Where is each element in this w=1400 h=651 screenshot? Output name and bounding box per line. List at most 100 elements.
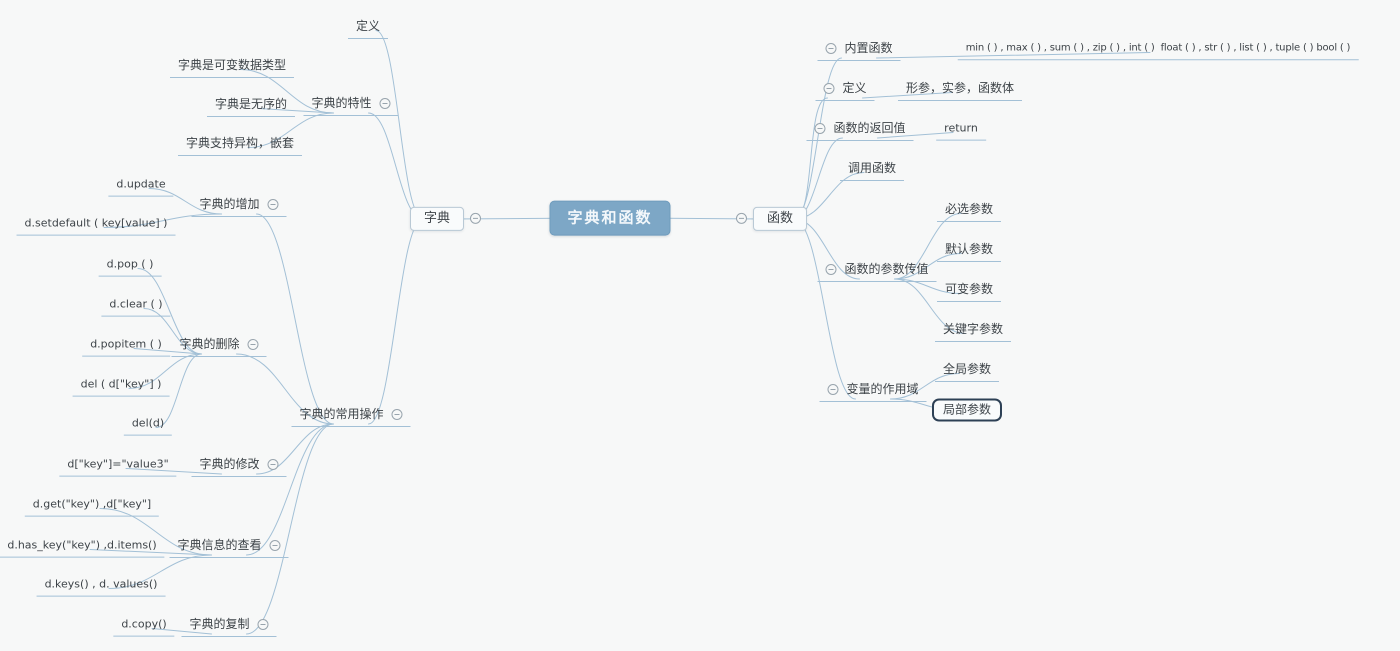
node-d-popitem[interactable]: d.popitem ( )	[82, 336, 170, 357]
collapse-minus-icon[interactable]	[825, 43, 837, 54]
node-call-function[interactable]: 调用函数	[839, 159, 905, 181]
node-func-definition[interactable]: 定义	[815, 79, 875, 101]
d-copy-label: d.copy()	[121, 617, 167, 631]
connector-func-definition-to-func-def-detail	[862, 92, 953, 99]
connector-func-params-to-keyword-param	[894, 278, 966, 334]
collapse-minus-icon[interactable]	[379, 98, 391, 109]
node-variable-param[interactable]: 可变参数	[936, 280, 1002, 302]
collapse-minus-icon[interactable]	[470, 213, 482, 224]
node-builtin-list[interactable]: min ( ) , max ( ) , sum ( ) , zip ( ) , …	[957, 40, 1359, 60]
feature-unordered-label: 字典是无序的	[214, 97, 288, 111]
keyword-param-label: 关键字参数	[942, 322, 1004, 336]
node-root[interactable]: 字典和函数	[549, 200, 671, 236]
dict-copy-label: 字典的复制	[189, 617, 250, 631]
collapse-minus-icon[interactable]	[735, 213, 747, 224]
connector-dict-delete-to-del-d-key	[128, 353, 202, 389]
connector-func-params-to-default-param	[894, 253, 962, 280]
node-func-return[interactable]: 函数的返回值	[806, 119, 914, 141]
node-required-param[interactable]: 必选参数	[936, 200, 1002, 222]
connector-func-params-to-required-param	[894, 213, 962, 280]
call-function-label: 调用函数	[847, 161, 897, 175]
func-label: 函数	[766, 210, 794, 226]
d-setdefault-label: d.setdefault ( key[value] )	[24, 216, 168, 230]
connector-builtin-functions-to-builtin-list	[876, 52, 1151, 59]
node-dict-delete[interactable]: 字典的删除	[171, 335, 267, 357]
dict-common-ops-label: 字典的常用操作	[299, 407, 384, 421]
node-d-get[interactable]: d.get("key") ,d["key"]	[24, 496, 160, 517]
d-get-label: d.get("key") ,d["key"]	[32, 497, 152, 511]
root-label: 字典和函数	[567, 208, 653, 227]
d-has-key-label: d.has_key("key") ,d.items()	[7, 538, 157, 552]
node-d-update[interactable]: d.update	[108, 176, 174, 197]
node-dict-common-ops[interactable]: 字典的常用操作	[291, 405, 411, 427]
node-d-clear[interactable]: d.clear ( )	[101, 296, 171, 317]
collapse-minus-icon[interactable]	[814, 123, 826, 134]
dict-definition-label: 定义	[355, 19, 381, 33]
connector-dict-to-dict-common-ops	[368, 218, 424, 425]
connector-dict-delete-to-d-clear	[143, 308, 202, 355]
node-keyword-param[interactable]: 关键字参数	[934, 320, 1012, 342]
connector-dict-features-to-feature-heterogeneous	[247, 112, 334, 148]
connector-dict-common-ops-to-dict-add	[256, 213, 334, 425]
node-d-copy[interactable]: d.copy()	[113, 616, 175, 637]
node-del-d-key[interactable]: del ( d["key"] )	[72, 376, 170, 397]
collapse-minus-icon[interactable]	[257, 619, 269, 630]
d-popitem-label: d.popitem ( )	[90, 337, 162, 351]
variable-param-label: 可变参数	[944, 282, 994, 296]
node-builtin-functions[interactable]: 内置函数	[817, 39, 901, 61]
connector-dict-delete-to-d-popitem	[133, 348, 202, 355]
connector-dict-features-to-feature-mutable	[239, 69, 334, 114]
node-d-pop[interactable]: d.pop ( )	[98, 256, 162, 277]
feature-mutable-label: 字典是可变数据类型	[177, 58, 287, 72]
connector-dict-modify-to-d-key-assign	[125, 468, 222, 475]
feature-heterogeneous-label: 字典支持异构，嵌套	[185, 136, 295, 150]
node-dict-info-view[interactable]: 字典信息的查看	[169, 536, 289, 558]
node-feature-heterogeneous[interactable]: 字典支持异构，嵌套	[177, 134, 303, 156]
default-param-label: 默认参数	[944, 242, 994, 256]
node-dict-features[interactable]: 字典的特性	[303, 94, 399, 116]
connector-dict-delete-to-d-pop	[137, 268, 202, 355]
connector-func-params-to-variable-param	[894, 278, 962, 294]
dict-features-label: 字典的特性	[311, 96, 372, 110]
collapse-minus-icon[interactable]	[825, 264, 837, 275]
collapse-minus-icon[interactable]	[269, 540, 281, 551]
collapse-minus-icon[interactable]	[267, 199, 279, 210]
func-params-label: 函数的参数传值	[844, 262, 929, 276]
collapse-minus-icon[interactable]	[827, 384, 839, 395]
node-feature-mutable[interactable]: 字典是可变数据类型	[169, 56, 295, 78]
collapse-minus-icon[interactable]	[267, 459, 279, 470]
node-d-key-assign[interactable]: d["key"]="value3"	[59, 456, 177, 477]
node-del-d[interactable]: del(d)	[123, 415, 173, 436]
node-func-params[interactable]: 函数的参数传值	[817, 260, 937, 282]
node-dict-copy[interactable]: 字典的复制	[181, 615, 277, 637]
node-local-param[interactable]: 局部参数	[931, 398, 1003, 422]
node-dict[interactable]: 字典	[409, 206, 482, 232]
builtin-list-label: min ( ) , max ( ) , sum ( ) , zip ( ) , …	[965, 42, 1351, 54]
node-func-def-detail[interactable]: 形参，实参，函数体	[897, 79, 1023, 101]
node-d-setdefault[interactable]: d.setdefault ( key[value] )	[16, 215, 176, 236]
connector-dict-info-view-to-d-get	[99, 508, 212, 556]
connector-dict-common-ops-to-dict-info-view	[246, 423, 334, 556]
node-var-scope[interactable]: 变量的作用域	[819, 380, 927, 402]
node-dict-definition[interactable]: 定义	[347, 17, 389, 39]
node-global-param[interactable]: 全局参数	[934, 360, 1000, 382]
node-dict-modify[interactable]: 字典的修改	[191, 455, 287, 477]
node-func[interactable]: 函数	[735, 206, 808, 232]
node-default-param[interactable]: 默认参数	[936, 240, 1002, 262]
connector-func-return-to-return-keyword	[877, 132, 954, 139]
node-feature-unordered[interactable]: 字典是无序的	[206, 95, 296, 117]
collapse-minus-icon[interactable]	[247, 339, 259, 350]
d-pop-label: d.pop ( )	[106, 257, 154, 271]
return-keyword-label: return	[944, 121, 978, 135]
connector-dict-add-to-d-update	[148, 188, 222, 215]
node-dict-add[interactable]: 字典的增加	[191, 195, 287, 217]
collapse-minus-icon[interactable]	[391, 409, 403, 420]
collapse-minus-icon[interactable]	[823, 83, 835, 94]
connector-dict-info-view-to-d-has-key	[89, 549, 212, 556]
connector-dict-add-to-d-setdefault	[103, 213, 222, 228]
connector-dict-to-dict-features	[368, 112, 424, 220]
node-return-keyword[interactable]: return	[936, 120, 986, 141]
node-d-keys-values[interactable]: d.keys() , d. values()	[36, 576, 166, 597]
node-d-has-key[interactable]: d.has_key("key") ,d.items()	[0, 537, 165, 558]
func-return-label: 函数的返回值	[833, 121, 906, 135]
